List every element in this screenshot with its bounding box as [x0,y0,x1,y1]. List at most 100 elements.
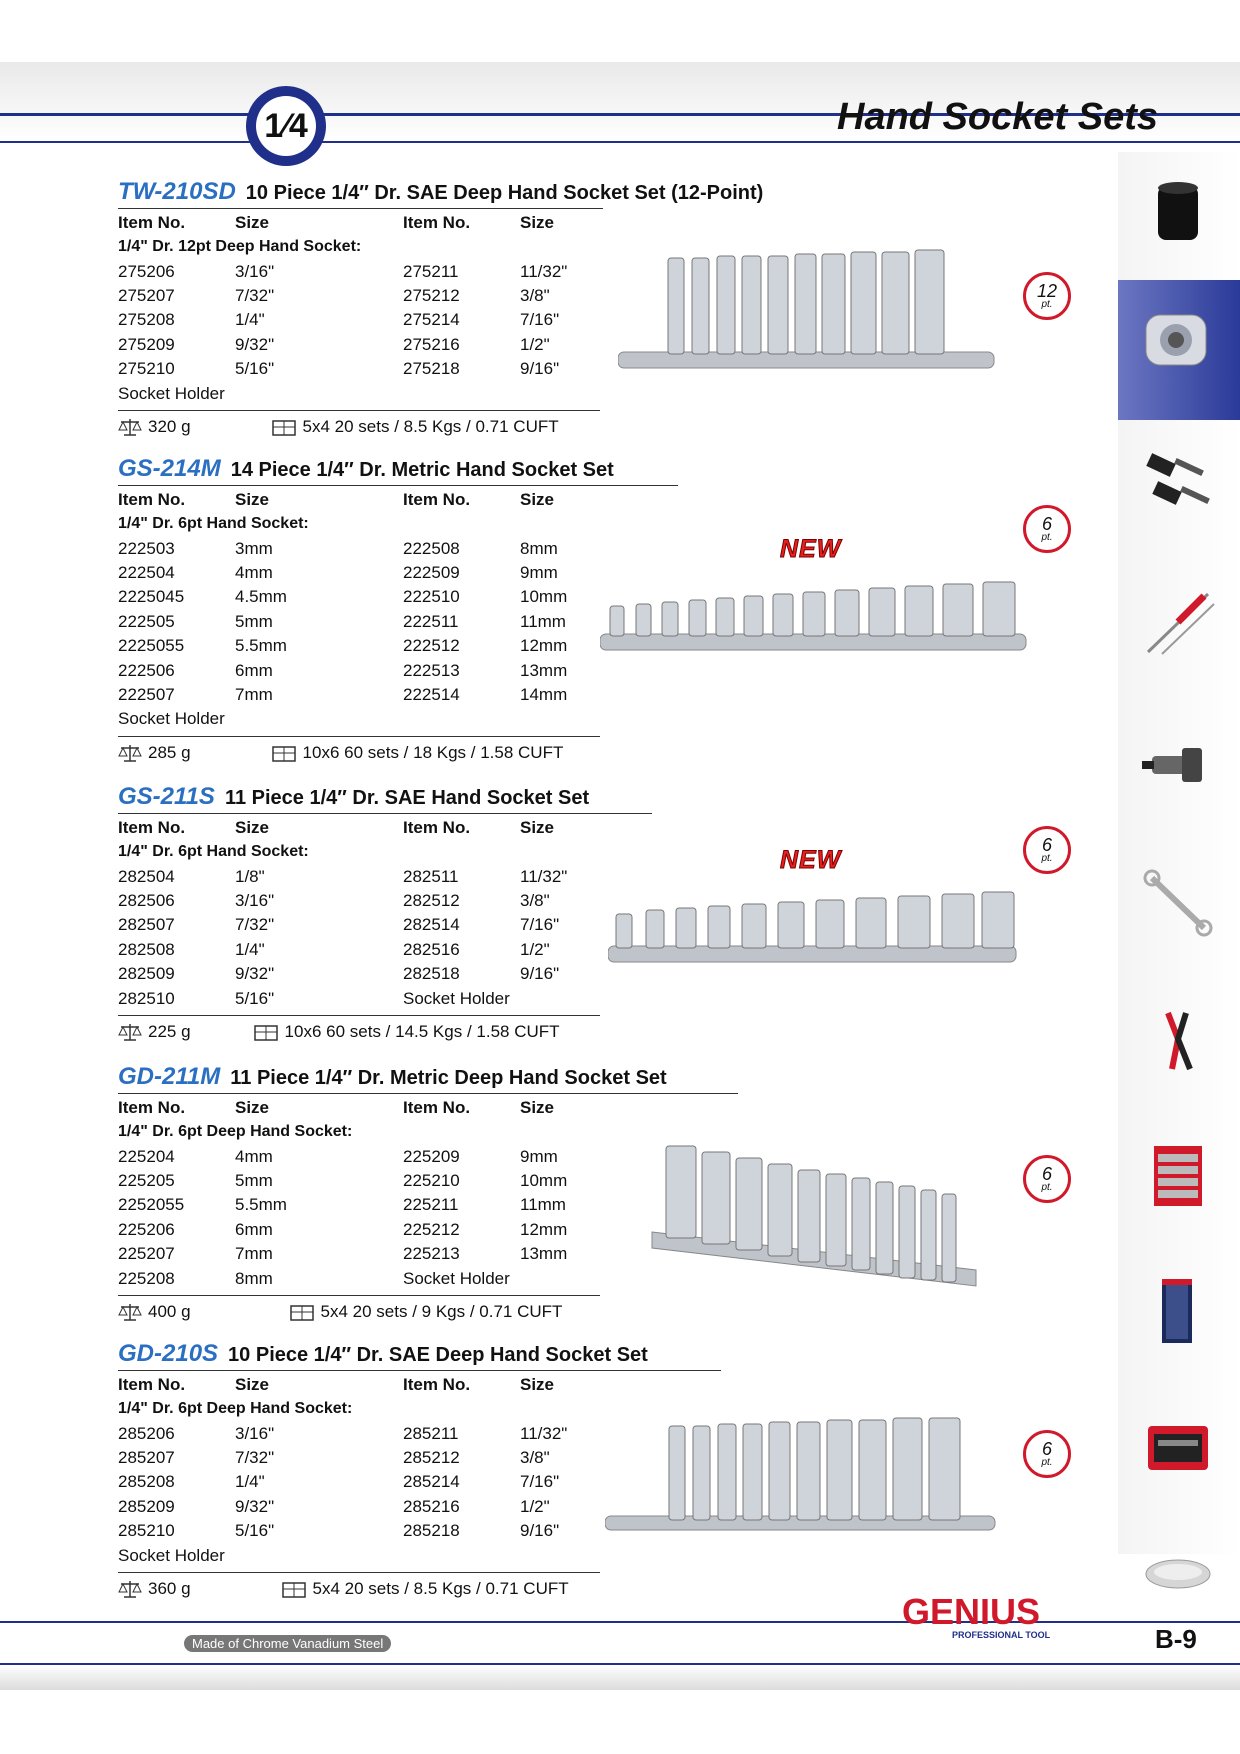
weight-value: 360 g [148,1578,191,1598]
packing-info: 400 g 5x4 20 sets / 9 Kgs / 0.71 CUFT [118,1294,600,1322]
table-row: Socket Holder [118,709,225,729]
page-number: B-9 [1155,1624,1197,1654]
table-subheading: 1/4" Dr. 6pt Deep Hand Socket: [118,1123,353,1141]
table-subheading: 1/4" Dr. 6pt Hand Socket: [118,515,309,533]
new-badge: NEW [779,846,842,875]
packing-info: 320 g 5x4 20 sets / 8.5 Kgs / 0.71 CUFT [118,409,600,437]
product-title: 10 Piece 1/4″ Dr. SAE Deep Hand Socket S… [228,1344,648,1366]
genius-logo: GENIUS PROFESSIONAL TOOLS [902,1591,1050,1640]
new-badge: NEW [779,535,842,564]
col-item-no-2: Item No. [403,213,471,232]
pliers-icon[interactable] [1138,1005,1218,1075]
product-section-gd-210s: GD-210S 10 Piece 1/4″ Dr. SAE Deep Hand … [118,1340,721,1599]
screwdriver-icon[interactable] [1138,588,1218,658]
magnetic-tray-icon[interactable] [1138,1538,1218,1608]
weight-value: 225 g [148,1021,191,1041]
bit-socket-icon[interactable] [1138,448,1218,518]
product-photo-gd-210s [605,1417,996,1531]
weight-scale-icon [118,1580,142,1598]
page-title: Hand Socket Sets [837,96,1158,138]
packing-info: 225 g 10x6 60 sets / 14.5 Kgs / 1.58 CUF… [118,1014,600,1042]
hand-socket-icon[interactable] [1138,305,1218,375]
table-subheading: 1/4" Dr. 6pt Deep Hand Socket: [118,1400,353,1418]
footer-band [0,1665,1240,1690]
tool-case-icon[interactable] [1138,1412,1218,1482]
section-header: TW-210SD 10 Piece 1/4″ Dr. SAE Deep Hand… [118,178,763,209]
tool-cabinet-icon[interactable] [1138,1140,1218,1210]
wrench-icon[interactable] [1138,868,1218,938]
product-code: GD-211M [118,1063,221,1090]
carton-icon [271,745,296,762]
product-title: 14 Piece 1/4″ Dr. Metric Hand Socket Set [230,459,614,481]
weight-scale-icon [118,1303,142,1321]
carton-value: 10x6 60 sets / 14.5 Kgs / 1.58 CUFT [284,1021,560,1041]
drive-size-label: 1⁄4 [256,96,316,156]
col-size: Size [235,213,270,232]
weight-scale-icon [118,744,142,762]
packing-info: 285 g 10x6 60 sets / 18 Kgs / 1.58 CUFT [118,735,600,763]
product-photo-gd-211m [651,1145,977,1287]
section-header: GD-210S 10 Piece 1/4″ Dr. SAE Deep Hand … [118,1340,721,1371]
product-section-gs-214m: GS-214M 14 Piece 1/4″ Dr. Metric Hand So… [118,455,678,763]
carton-icon [271,419,296,436]
product-photo-gs-211s [608,891,1017,963]
packing-info: 360 g 5x4 20 sets / 8.5 Kgs / 0.71 CUFT [118,1571,600,1599]
table-row: Socket Holder [118,383,225,403]
product-code: TW-210SD [118,178,236,205]
table-subheading: 1/4" Dr. 12pt Deep Hand Socket: [118,238,362,256]
product-photo-tw-210sd [618,249,995,369]
carton-icon [289,1304,314,1321]
section-header: GS-211S 11 Piece 1/4″ Dr. SAE Hand Socke… [118,783,652,814]
top-band [0,0,1240,62]
material-note: Made of Chrome Vanadium Steel [184,1635,392,1652]
table-row: Socket Holder [118,1545,225,1565]
brand-name: GENIUS [902,1591,1040,1632]
weight-value: 320 g [148,416,191,436]
header-rule-lower [0,141,1240,143]
product-title: 10 Piece 1/4″ Dr. SAE Deep Hand Socket S… [245,182,764,204]
weight-value: 285 g [148,742,191,762]
impact-socket-icon[interactable] [1138,178,1218,248]
header-rule [0,113,1240,116]
air-tool-icon[interactable] [1138,728,1218,798]
product-section-tw-210sd: TW-210SD 10 Piece 1/4″ Dr. SAE Deep Hand… [118,178,763,437]
product-title: 11 Piece 1/4″ Dr. SAE Hand Socket Set [224,787,590,809]
footer-rule [0,1621,1240,1623]
brand-subtitle: PROFESSIONAL TOOLS [952,1630,1050,1640]
product-section-gd-211m: GD-211M 11 Piece 1/4″ Dr. Metric Deep Ha… [118,1063,738,1322]
carton-value: 5x4 20 sets / 9 Kgs / 0.71 CUFT [320,1301,563,1321]
weight-scale-icon [118,418,142,436]
tool-rack-icon[interactable] [1138,1275,1218,1345]
product-code: GS-211S [118,783,215,810]
